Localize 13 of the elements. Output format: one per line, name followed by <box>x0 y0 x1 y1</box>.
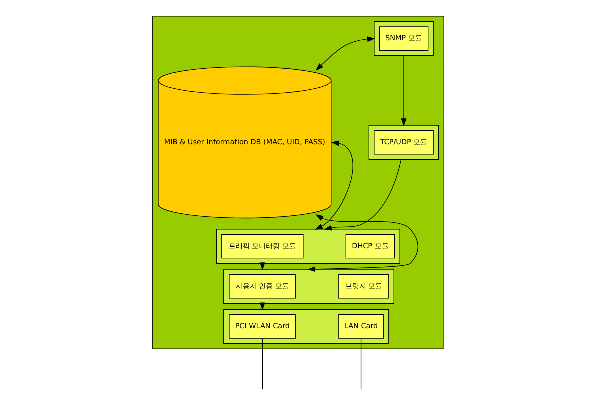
arrow <box>324 159 402 231</box>
arrow <box>316 36 376 72</box>
cluster <box>368 125 440 160</box>
cluster <box>374 21 434 56</box>
cluster <box>224 269 394 304</box>
connector <box>262 338 263 390</box>
cluster <box>216 229 400 264</box>
cluster <box>152 16 444 350</box>
cluster <box>224 309 390 344</box>
arrow <box>401 56 407 127</box>
arrow <box>308 214 419 272</box>
connector <box>360 338 362 390</box>
arrow <box>315 140 354 230</box>
